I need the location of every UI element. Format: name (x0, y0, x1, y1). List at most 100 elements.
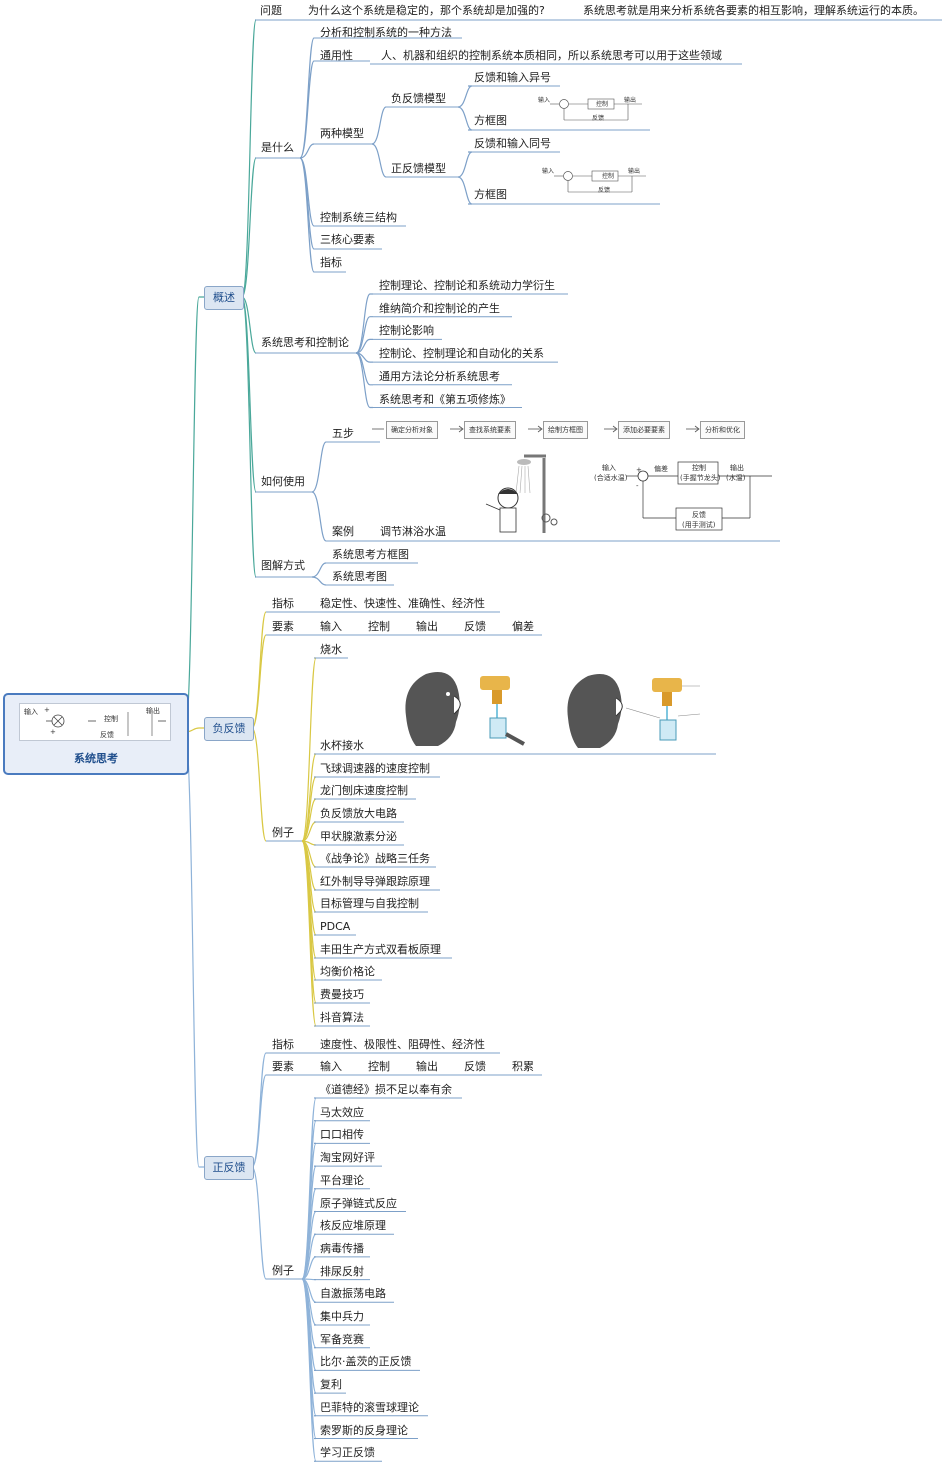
node-positive-block[interactable]: 方框图 (474, 188, 507, 201)
pos-example-item[interactable]: 核反应堆原理 (320, 1219, 386, 1233)
five-step-box[interactable]: 查找系统要素 (464, 421, 516, 439)
neg-example-item[interactable]: 甲状腺激素分泌 (320, 830, 397, 843)
neg-example-item[interactable]: 《战争论》战略三任务 (320, 852, 430, 865)
neg-element-item[interactable]: 输入 (320, 620, 342, 633)
neg-examples-label[interactable]: 例子 (272, 826, 294, 839)
root-node[interactable]: 输入 + + 控制 输出 反馈 系统思考 (3, 693, 189, 775)
node-cybernetics[interactable]: 系统思考和控制论 (261, 336, 349, 349)
node-indicator[interactable]: 指标 (320, 256, 342, 269)
five-step-box[interactable]: 添加必要要素 (618, 421, 670, 439)
neg-example-item[interactable]: PDCA (320, 920, 351, 933)
pos-example-item[interactable]: 复利 (320, 1378, 342, 1392)
five-step-box[interactable]: 确定分析对象 (386, 421, 438, 439)
cybernetics-item[interactable]: 维纳简介和控制论的产生 (379, 301, 500, 315)
neg-example-item[interactable]: 红外制导导弹跟踪原理 (320, 875, 430, 888)
node-diagram-way[interactable]: 图解方式 (261, 559, 305, 572)
pos-example-item[interactable]: 军备竞赛 (320, 1332, 364, 1346)
neg-example-item[interactable]: 飞球调速器的速度控制 (320, 762, 430, 775)
neg-element-item[interactable]: 偏差 (512, 620, 534, 633)
neg-example-item[interactable]: 费曼技巧 (320, 988, 364, 1001)
neg-element-item[interactable]: 反馈 (464, 620, 486, 633)
node-question-label[interactable]: 问题 (260, 4, 282, 17)
pos-example-item[interactable]: 巴菲特的滚雪球理论 (320, 1400, 419, 1414)
node-negative-model[interactable]: 负反馈模型 (391, 92, 446, 105)
edge (241, 157, 257, 298)
pos-example-item[interactable]: 索罗斯的反身理论 (320, 1423, 408, 1437)
neg-indicator-text[interactable]: 稳定性、快速性、准确性、经济性 (320, 597, 485, 610)
pos-element-item[interactable]: 输入 (320, 1060, 342, 1073)
pos-example-item[interactable]: 口口相传 (320, 1128, 364, 1142)
neg-indicator-label[interactable]: 指标 (272, 597, 294, 610)
cybernetics-item[interactable]: 通用方法论分析系统思考 (379, 369, 500, 383)
edge (371, 106, 387, 145)
edge (251, 1074, 267, 1168)
shower-block-diagram: 输入 (合适水温) + - 偏差 控制 (手握节龙头) 输出 (水温) 反馈 (… (590, 458, 780, 534)
pos-elements-label[interactable]: 要素 (272, 1060, 294, 1073)
branch-positive-feedback[interactable]: 正反馈 (204, 1156, 254, 1180)
node-generality[interactable]: 通用性 (320, 49, 353, 62)
five-step-box[interactable]: 绘制方框图 (543, 421, 588, 439)
cybernetics-item[interactable]: 系统思考和《第五项修炼》 (379, 392, 511, 406)
cybernetics-item[interactable]: 控制理论、控制论和系统动力学衍生 (379, 279, 555, 292)
neg-example-item[interactable]: 负反馈放大电路 (320, 807, 397, 820)
pos-example-item[interactable]: 原子弹链式反应 (320, 1196, 397, 1210)
pos-indicator-label[interactable]: 指标 (272, 1038, 294, 1051)
neg-example-item[interactable]: 丰田生产方式双看板原理 (320, 943, 441, 956)
node-generality-text[interactable]: 人、机器和组织的控制系统本质相同，所以系统思考可以用于这些领域 (381, 49, 722, 62)
edge (355, 352, 373, 409)
node-diagram-way-2[interactable]: 系统思考图 (332, 570, 387, 583)
pos-example-item[interactable]: 比尔·盖茨的正反馈 (320, 1355, 412, 1369)
pos-example-item[interactable]: 马太效应 (320, 1105, 364, 1119)
node-method[interactable]: 分析和控制系统的一种方法 (320, 26, 452, 39)
pos-example-item[interactable]: 病毒传播 (320, 1241, 364, 1255)
node-diagram-way-1[interactable]: 系统思考方框图 (332, 548, 409, 561)
pos-example-item[interactable]: 学习正反馈 (320, 1446, 375, 1460)
neg-example-item[interactable]: 龙门刨床速度控制 (320, 784, 408, 797)
pos-indicator-text[interactable]: 速度性、极限性、阻碍性、经济性 (320, 1038, 485, 1051)
node-negative-diff-sign[interactable]: 反馈和输入异号 (474, 71, 551, 84)
node-three-core-elements[interactable]: 三核心要素 (320, 233, 375, 246)
neg-example-item[interactable]: 目标管理与自我控制 (320, 897, 419, 910)
pos-example-item[interactable]: 排尿反射 (320, 1264, 364, 1278)
cybernetics-item[interactable]: 控制论影响 (379, 324, 434, 338)
pos-example-item[interactable]: 淘宝网好评 (320, 1151, 375, 1165)
branch-overview[interactable]: 概述 (204, 286, 244, 310)
neg-example-item[interactable]: 抖音算法 (320, 1011, 364, 1024)
node-positive-same-sign[interactable]: 反馈和输入同号 (474, 137, 551, 150)
pos-example-item[interactable]: 集中兵力 (320, 1310, 364, 1323)
root-input-label: 输入 (24, 708, 38, 716)
root-feedback-label: 反馈 (100, 731, 114, 739)
root-control-label: 控制 (104, 715, 118, 723)
node-what[interactable]: 是什么 (261, 141, 294, 154)
node-five-steps[interactable]: 五步 (332, 427, 354, 440)
pos-element-item[interactable]: 输出 (416, 1060, 438, 1073)
neg-example-item[interactable]: 水杯接水 (320, 739, 364, 752)
node-case[interactable]: 案例 (332, 525, 354, 538)
neg-example-item[interactable]: 均衡价格论 (320, 965, 375, 978)
pos-element-item[interactable]: 反馈 (464, 1060, 486, 1073)
pos-element-item[interactable]: 控制 (368, 1060, 390, 1073)
pos-examples-label[interactable]: 例子 (272, 1264, 294, 1277)
node-how-to-use[interactable]: 如何使用 (261, 475, 305, 488)
node-positive-model[interactable]: 正反馈模型 (391, 162, 446, 175)
node-case-text[interactable]: 调节淋浴水温 (380, 525, 446, 538)
node-question-text[interactable]: 为什么这个系统是稳定的，那个系统却是加强的? (308, 4, 545, 17)
neg-element-item[interactable]: 输出 (416, 620, 438, 633)
pos-example-item[interactable]: 《道德经》损不足以奉有余 (320, 1083, 452, 1096)
five-step-box[interactable]: 分析和优化 (700, 421, 745, 439)
neg-elements-label[interactable]: 要素 (272, 620, 294, 633)
pos-example-item[interactable]: 自激振荡电路 (320, 1287, 386, 1301)
cybernetics-item[interactable]: 控制论、控制理论和自动化的关系 (379, 347, 544, 361)
node-two-models[interactable]: 两种模型 (320, 127, 364, 140)
node-negative-block[interactable]: 方框图 (474, 114, 507, 127)
node-question-answer[interactable]: 系统思考就是用来分析系统各要素的相互影响，理解系统运行的本质。 (583, 4, 924, 17)
pos-element-item[interactable]: 积累 (512, 1060, 534, 1073)
neg-element-item[interactable]: 控制 (368, 620, 390, 633)
pos-example-item[interactable]: 平台理论 (320, 1173, 364, 1187)
node-three-structures[interactable]: 控制系统三结构 (320, 211, 397, 224)
edge (251, 634, 267, 729)
shower-feedback: 反馈 (692, 511, 706, 519)
branch-negative-feedback[interactable]: 负反馈 (204, 717, 254, 741)
neg-example-item[interactable]: 烧水 (320, 643, 342, 656)
